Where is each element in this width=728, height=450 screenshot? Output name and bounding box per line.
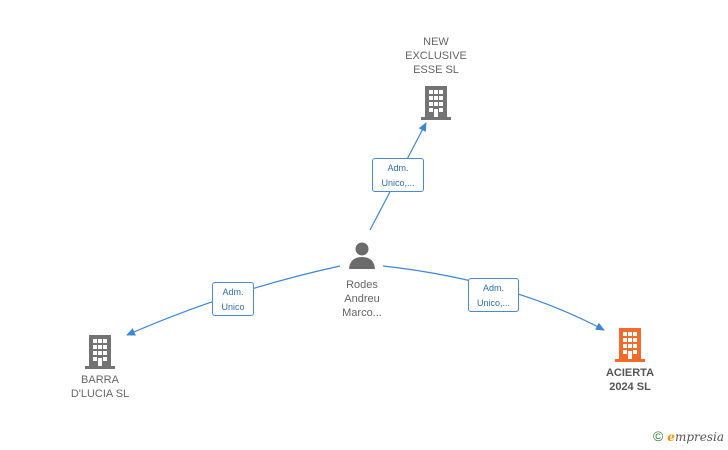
brand-name: mpresia	[674, 430, 724, 444]
brand-initial: e	[667, 430, 675, 444]
person-icon	[349, 242, 375, 269]
company-label-new-exclusive: NEW EXCLUSIVE ESSE SL	[405, 36, 467, 76]
node-person-rodes[interactable]: Rodes Andreu Marco...	[320, 240, 404, 320]
edge-label-acierta[interactable]: Adm. Unico,...	[468, 278, 519, 312]
node-acierta-2024[interactable]: ACIERTA 2024 SL	[584, 326, 676, 394]
copyright-icon: ©	[652, 428, 664, 444]
edge-label-new-exclusive[interactable]: Adm. Unico,...	[372, 158, 424, 192]
building-icon	[615, 328, 645, 362]
node-barra-dlucia[interactable]: BARRA D'LUCIA SL	[48, 333, 152, 401]
person-label: Rodes Andreu Marco...	[342, 279, 382, 319]
company-label-barra: BARRA D'LUCIA SL	[70, 374, 130, 400]
company-label-acierta: ACIERTA 2024 SL	[605, 367, 655, 393]
empresia-brand: ©empresia	[653, 428, 724, 444]
building-icon	[85, 335, 115, 369]
node-new-exclusive-esse[interactable]: NEW EXCLUSIVE ESSE SL	[386, 35, 486, 120]
building-icon	[421, 86, 451, 120]
edge-label-barra[interactable]: Adm. Unico	[212, 282, 254, 316]
